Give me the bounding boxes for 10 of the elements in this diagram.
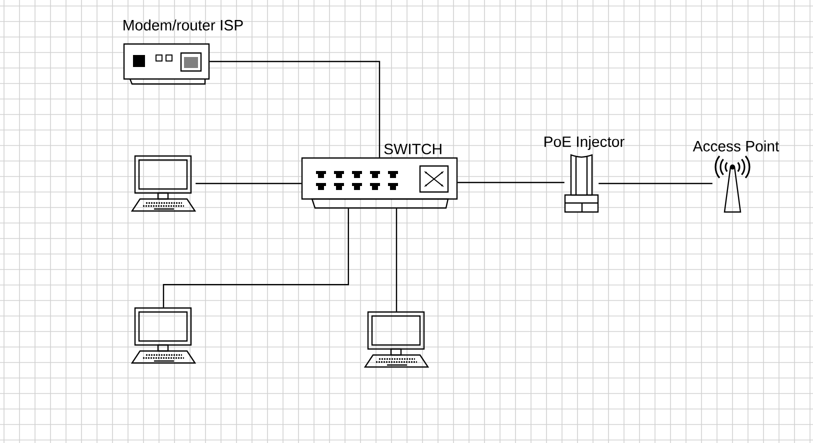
cable-line (196, 182, 302, 184)
cable-line (458, 182, 564, 184)
device-label: PoE Injector (544, 136, 624, 150)
device-label: SWITCH (384, 144, 442, 154)
cable-line (396, 208, 398, 312)
device-label: Access Point (692, 140, 780, 152)
cable-line (162, 208, 349, 308)
device-label: Modem/router ISP (124, 20, 243, 30)
cable-line (598, 182, 712, 184)
cable-line (210, 60, 380, 158)
